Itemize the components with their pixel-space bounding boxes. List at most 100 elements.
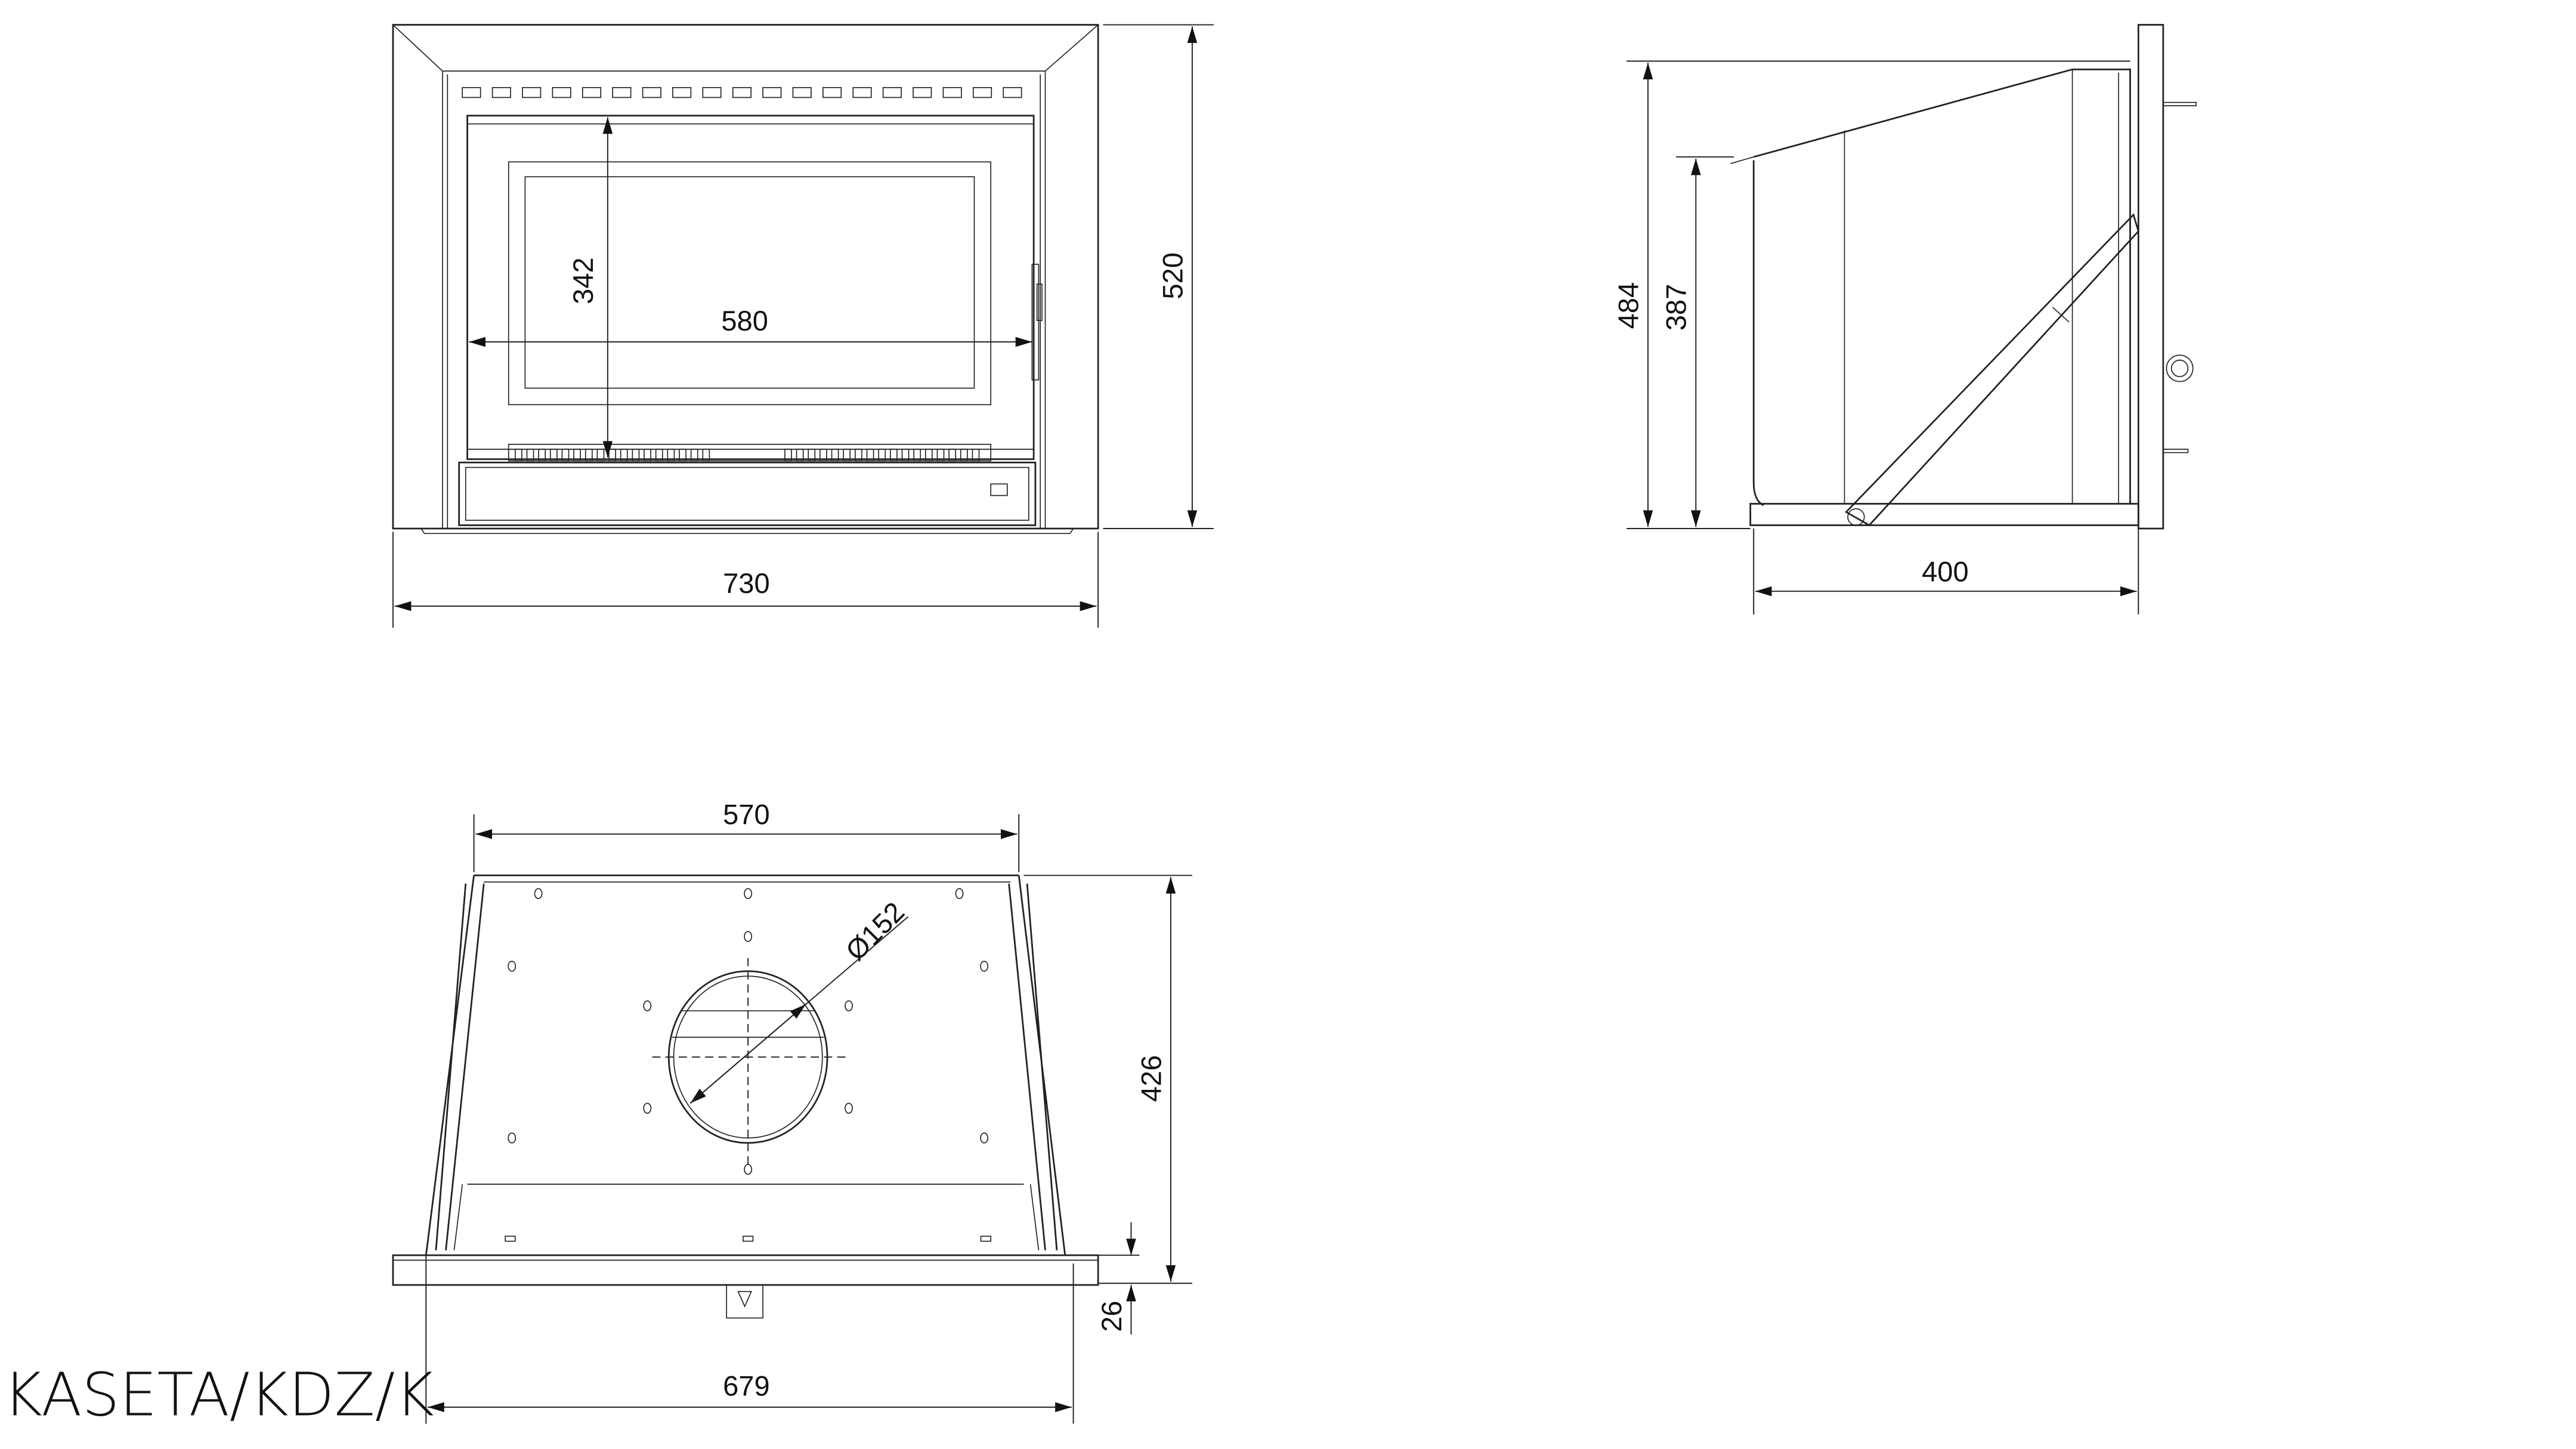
vent-slot: [796, 449, 804, 462]
top-view: 570 Ø152 426 26 679: [392, 799, 1192, 1424]
body-outline: [1752, 68, 2131, 506]
vent-slot: [822, 86, 842, 98]
vent-slot: [522, 86, 542, 98]
slot: [505, 1235, 516, 1242]
vent-slot: [820, 449, 827, 462]
ash-pan-lock: [990, 483, 1008, 496]
vent-slot: [972, 86, 992, 98]
dim-front-height: 387: [1660, 284, 1692, 331]
dim-frame-thickness: 26: [1096, 1300, 1127, 1331]
vent-slot: [913, 86, 932, 98]
vent-slot: [538, 449, 546, 462]
outer-frame: [392, 24, 1099, 530]
bottom-vent-slots: [514, 449, 980, 462]
front-frame-plate: [2137, 24, 2164, 530]
vent-slot: [948, 449, 957, 462]
vent-slot: [831, 449, 839, 462]
vent-slot: [960, 449, 968, 462]
vent-slot: [942, 86, 962, 98]
dim-frame-width: 679: [723, 1370, 770, 1402]
bottom-rail: [1749, 503, 2139, 526]
screw-hole: [643, 1000, 652, 1012]
dim-depth-426: 426: [1135, 1055, 1167, 1102]
screw-hole: [744, 931, 753, 942]
vent-slot: [561, 449, 570, 462]
vent-slot: [679, 449, 686, 462]
vent-slot: [702, 86, 722, 98]
dim-flue-diameter: Ø152: [839, 896, 910, 967]
vent-slot: [549, 449, 558, 462]
vent-slot: [620, 449, 628, 462]
dim-overall-height: 520: [1156, 252, 1188, 299]
vent-slot: [732, 86, 752, 98]
vent-slot: [644, 449, 651, 462]
vent-slot: [612, 86, 632, 98]
door-handle: [1031, 264, 1040, 381]
vent-slot: [882, 86, 902, 98]
front-latch: [726, 1284, 763, 1319]
side-view: 484 387 400: [1612, 24, 2197, 614]
vent-slot: [526, 449, 534, 462]
vent-slot: [889, 449, 898, 462]
vent-slot: [514, 449, 522, 462]
vent-slot: [913, 449, 921, 462]
screw-hole: [955, 888, 964, 900]
left-side-panel: [425, 875, 485, 1256]
front-view: 520 730 342 580: [392, 24, 1214, 628]
vent-slot: [852, 86, 872, 98]
vent-slot: [672, 86, 692, 98]
front-frame: [392, 1254, 1099, 1286]
screw-hole: [980, 1132, 989, 1144]
vent-slot: [491, 86, 511, 98]
right-side-panel: [1008, 875, 1066, 1256]
vent-slot: [936, 449, 945, 462]
vent-slot: [784, 449, 792, 462]
screw-hole: [508, 960, 517, 972]
top-vent-slots: [462, 86, 1022, 98]
vent-slot: [866, 449, 874, 462]
vent-slot: [702, 449, 710, 462]
vent-slot: [855, 449, 862, 462]
vent-slot: [573, 449, 581, 462]
vent-slot: [632, 449, 640, 462]
vent-slot: [462, 86, 481, 98]
vent-slot: [585, 449, 593, 462]
screw-hole: [534, 888, 543, 900]
screw-hole: [643, 1102, 652, 1114]
lifting-ring: [2166, 354, 2194, 382]
screw-hole: [508, 1132, 517, 1144]
vent-slot: [582, 86, 602, 98]
vent-slot: [642, 86, 661, 98]
dim-total-height: 484: [1612, 282, 1644, 329]
vent-slot: [972, 449, 980, 462]
dim-door-width: 580: [721, 305, 768, 336]
vent-slot: [552, 86, 571, 98]
support-strut: [1845, 213, 2139, 527]
vent-slot: [1003, 86, 1022, 98]
vent-slot: [690, 449, 698, 462]
vent-slot: [843, 449, 851, 462]
vent-slot: [762, 86, 782, 98]
dim-overall-width: 730: [723, 567, 770, 599]
bottom-vent-strip: [508, 443, 991, 462]
glass-inner: [524, 176, 975, 389]
screw-hole: [980, 960, 989, 972]
slot: [743, 1235, 754, 1242]
glass-outer: [508, 161, 991, 406]
door: [466, 115, 1035, 461]
screw-hole: [845, 1102, 853, 1114]
rear-floor: [453, 1184, 1040, 1250]
vent-slot: [924, 449, 933, 462]
screw-hole: [744, 888, 753, 900]
vent-slot: [901, 449, 910, 462]
vent-slot: [667, 449, 675, 462]
screw-holes: [505, 888, 991, 1242]
vent-slot: [655, 449, 663, 462]
drawing-title: KASETA/KDZ/K: [4, 1360, 434, 1430]
vent-slot: [808, 449, 816, 462]
frame-bevel: [392, 24, 1099, 529]
dim-depth: 400: [1922, 556, 1969, 588]
screw-hole: [845, 1000, 853, 1012]
screw-hole: [744, 1164, 753, 1175]
